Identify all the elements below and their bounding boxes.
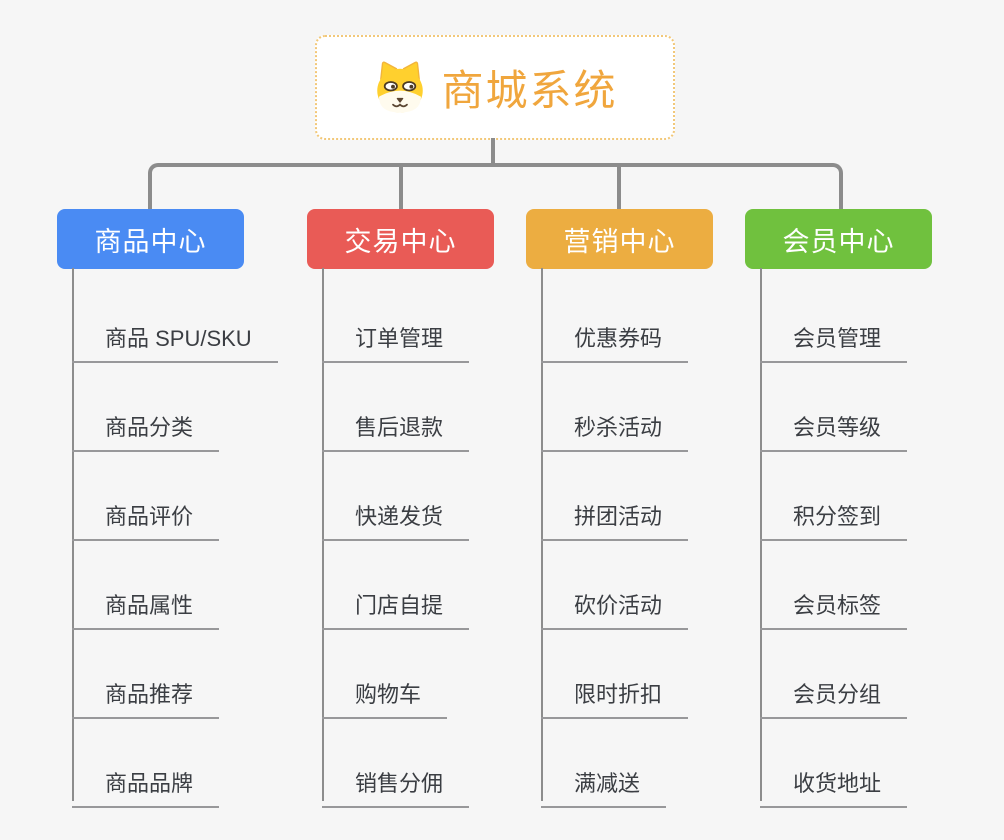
- leaf-node-product-center-4[interactable]: 商品推荐: [72, 667, 220, 719]
- root-title: 商城系统: [441, 67, 618, 114]
- dog-face-icon: [377, 60, 424, 112]
- connector-trunk-product-center: [72, 268, 74, 801]
- leaf-node-product-center-3[interactable]: 商品属性: [72, 578, 220, 630]
- leaf-node-trade-center-2[interactable]: 快递发货: [322, 489, 470, 541]
- branch-node-product-center[interactable]: 商品中心: [57, 209, 244, 269]
- connector-trunk-member-center: [760, 268, 762, 801]
- leaf-node-member-center-3[interactable]: 会员标签: [760, 578, 908, 630]
- leaf-node-product-center-0[interactable]: 商品 SPU/SKU: [72, 311, 278, 363]
- leaf-node-member-center-4[interactable]: 会员分组: [760, 667, 908, 719]
- connector-top-rail: [148, 163, 843, 210]
- leaf-node-trade-center-5[interactable]: 销售分佣: [322, 756, 470, 808]
- connector-trunk-marketing-center: [541, 268, 543, 801]
- leaf-node-product-center-2[interactable]: 商品评价: [72, 489, 220, 541]
- connector-drop-2: [399, 165, 403, 210]
- leaf-node-trade-center-0[interactable]: 订单管理: [322, 311, 470, 363]
- leaf-node-marketing-center-5[interactable]: 满减送: [541, 756, 667, 808]
- leaf-node-marketing-center-0[interactable]: 优惠券码: [541, 311, 689, 363]
- branch-node-member-center[interactable]: 会员中心: [745, 209, 932, 269]
- leaf-node-member-center-5[interactable]: 收货地址: [760, 756, 908, 808]
- leaf-node-marketing-center-2[interactable]: 拼团活动: [541, 489, 689, 541]
- leaf-node-member-center-2[interactable]: 积分签到: [760, 489, 908, 541]
- leaf-node-marketing-center-3[interactable]: 砍价活动: [541, 578, 689, 630]
- connector-root-stem: [491, 138, 495, 167]
- leaf-node-marketing-center-4[interactable]: 限时折扣: [541, 667, 689, 719]
- branch-node-marketing-center[interactable]: 营销中心: [526, 209, 713, 269]
- leaf-node-trade-center-3[interactable]: 门店自提: [322, 578, 470, 630]
- leaf-node-trade-center-1[interactable]: 售后退款: [322, 400, 470, 452]
- leaf-node-member-center-1[interactable]: 会员等级: [760, 400, 908, 452]
- leaf-node-product-center-1[interactable]: 商品分类: [72, 400, 220, 452]
- leaf-node-marketing-center-1[interactable]: 秒杀活动: [541, 400, 689, 452]
- leaf-node-trade-center-4[interactable]: 购物车: [322, 667, 448, 719]
- connector-trunk-trade-center: [322, 268, 324, 801]
- connector-drop-3: [617, 165, 621, 210]
- branch-node-trade-center[interactable]: 交易中心: [307, 209, 494, 269]
- leaf-node-member-center-0[interactable]: 会员管理: [760, 311, 908, 363]
- root-node[interactable]: 商城系统: [315, 35, 675, 140]
- leaf-node-product-center-5[interactable]: 商品品牌: [72, 756, 220, 808]
